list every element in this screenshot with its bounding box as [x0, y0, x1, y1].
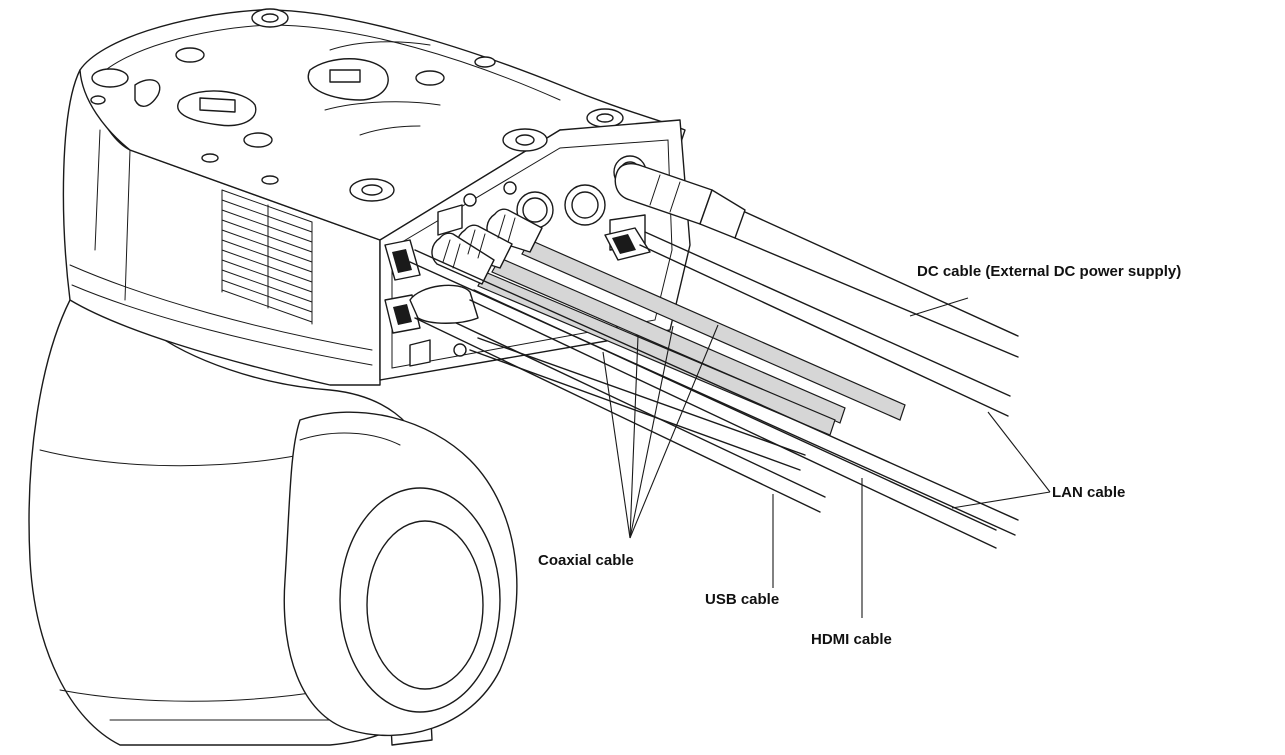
lan-cable-upper: [604, 227, 1011, 417]
hdmi-cable-label: HDMI cable: [811, 631, 892, 648]
vent-grille: [221, 189, 313, 325]
coaxial-cable-label: Coaxial cable: [538, 552, 634, 569]
camera-head: [62, 8, 686, 386]
lens-housing: [283, 411, 518, 737]
lan-cable-label: LAN cable: [1052, 484, 1126, 501]
coaxial-cables: [431, 208, 906, 436]
dc-cable-label: DC cable (External DC power supply): [917, 263, 1182, 280]
leader-lines: [602, 297, 1051, 618]
lan-cable-lower: [384, 239, 1019, 536]
usb-cable-label: USB cable: [705, 591, 780, 608]
dc-cable: [614, 162, 1019, 358]
usb-hdmi-cables: [384, 284, 997, 549]
